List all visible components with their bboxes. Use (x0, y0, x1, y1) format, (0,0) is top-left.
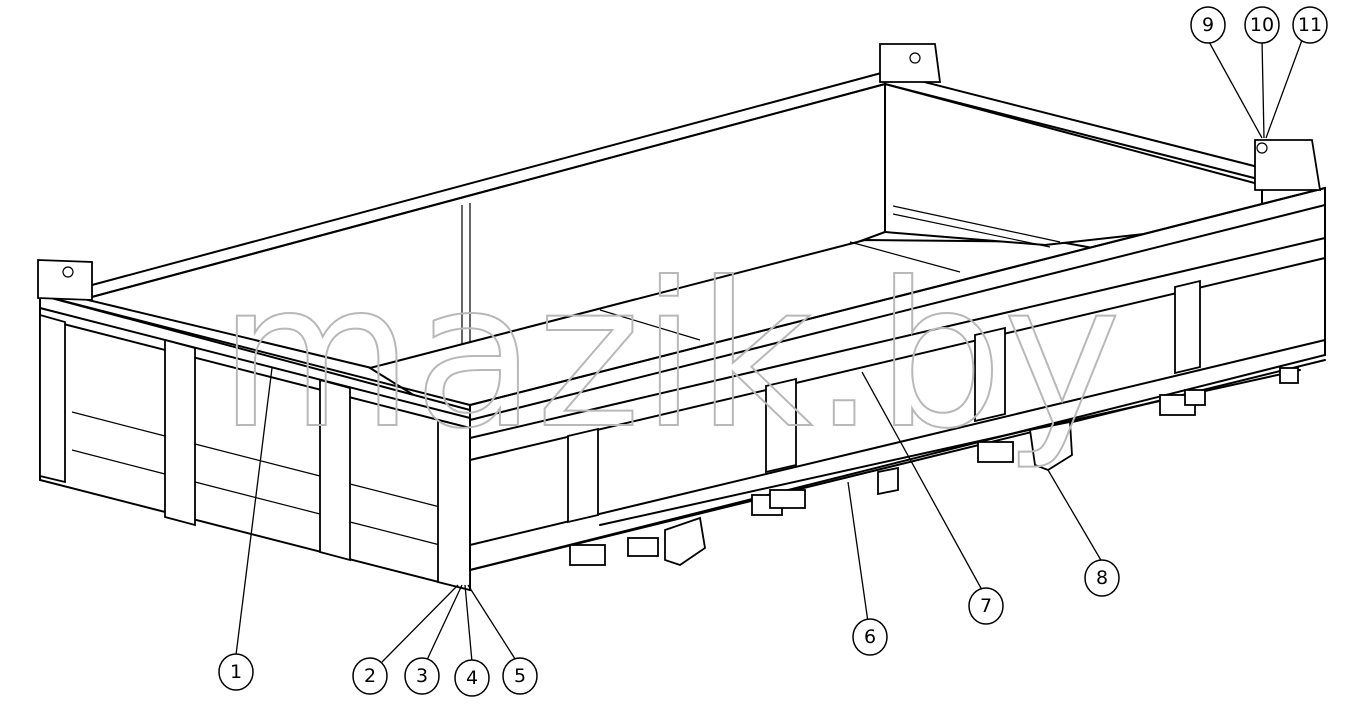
callout-label: 2 (364, 665, 376, 687)
callout-5: 5 (502, 657, 538, 695)
front-end-wall (879, 43, 1263, 248)
watermark-text: mazik.by (219, 240, 1122, 473)
callout-label: 4 (466, 667, 478, 689)
front-side-wall (469, 139, 1326, 572)
callout-1: 1 (218, 653, 254, 691)
callout-label: 8 (1096, 567, 1108, 589)
callout-10: 10 (1244, 6, 1280, 44)
callout-4: 4 (454, 659, 490, 697)
rear-end-wall (37, 259, 471, 592)
callout-label: 10 (1250, 14, 1274, 36)
side-locks-and-hinges (569, 367, 1299, 566)
callout-7: 7 (968, 587, 1004, 625)
callout-label: 5 (514, 665, 526, 687)
callout-9: 9 (1190, 6, 1226, 44)
callout-3: 3 (404, 657, 440, 695)
callout-label: 11 (1298, 14, 1322, 36)
callout-2: 2 (352, 657, 388, 695)
callout-label: 7 (980, 595, 992, 617)
callout-11: 11 (1292, 6, 1328, 44)
callout-label: 3 (416, 665, 428, 687)
leader-lines (235, 39, 1303, 663)
callout-label: 6 (864, 626, 876, 648)
callout-label: 9 (1202, 14, 1214, 36)
callout-label: 1 (230, 661, 242, 683)
callout-6: 6 (852, 618, 888, 656)
callout-8: 8 (1084, 559, 1120, 597)
